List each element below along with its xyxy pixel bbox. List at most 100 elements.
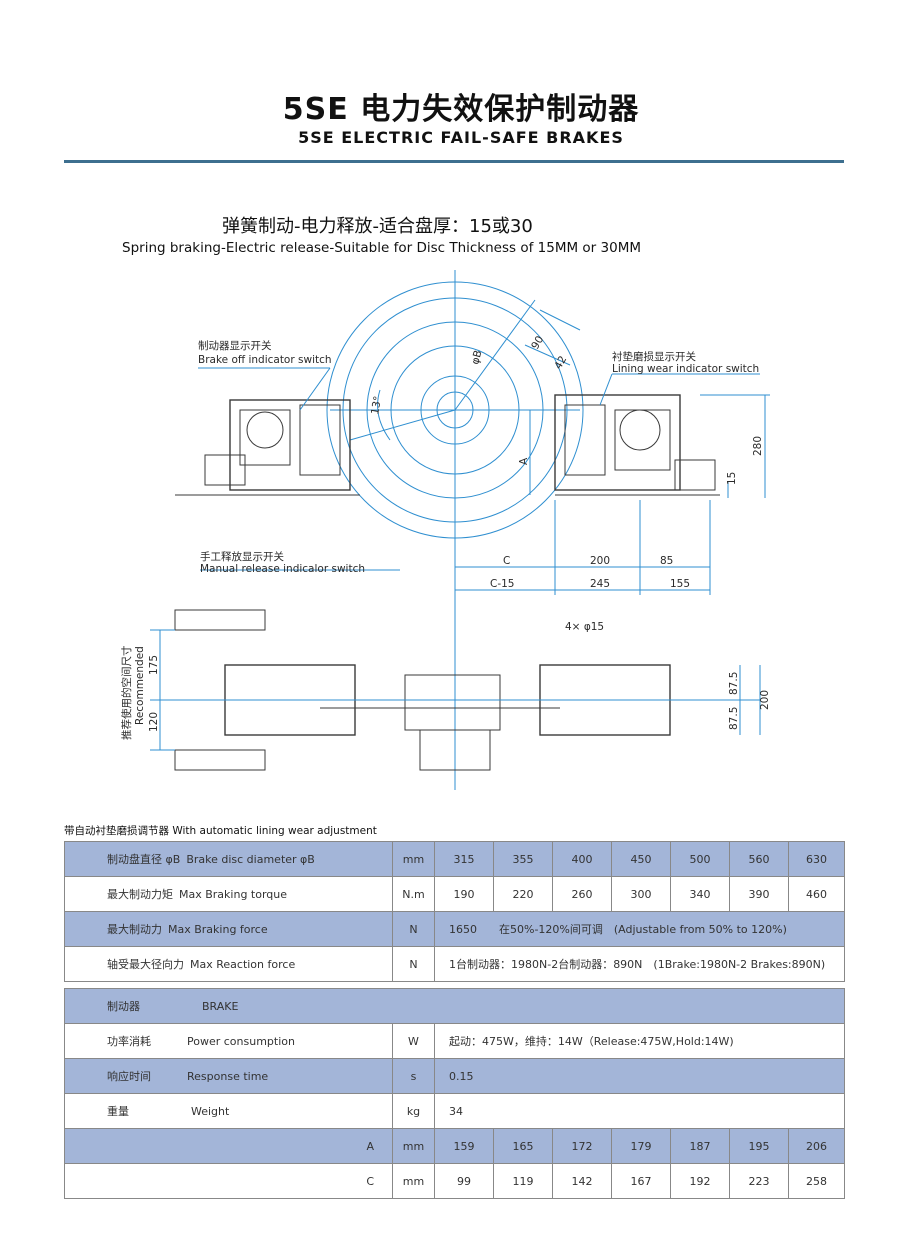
cell-value: 192 bbox=[670, 1163, 730, 1199]
subtitle-chinese: 弹簧制动-电力释放-适合盘厚：15或30 bbox=[222, 216, 533, 237]
cell-value: 159 bbox=[434, 1128, 494, 1164]
cell-value: 119 bbox=[493, 1163, 553, 1199]
row-unit: kg bbox=[392, 1093, 435, 1129]
row-unit: N bbox=[392, 911, 435, 947]
row-unit: mm bbox=[392, 1128, 435, 1164]
cell-value: 179 bbox=[611, 1128, 671, 1164]
spec-table: 制动盘直径 φB Brake disc diameter φB mm 315 35… bbox=[64, 841, 845, 1199]
cell-value: 206 bbox=[788, 1128, 845, 1164]
dim-87-5-upper: 87.5 bbox=[728, 672, 740, 695]
row-span-value: 起动：475W，维持：14W（Release:475W,Hold:14W) bbox=[434, 1023, 845, 1059]
manual-release-label-en: Manual release indicalor switch bbox=[200, 563, 365, 575]
cell-value: 172 bbox=[552, 1128, 612, 1164]
row-span-value: 1台制动器：1980N-2台制动器：890N (1Brake:1980N-2 B… bbox=[434, 946, 845, 982]
cell-value: 630 bbox=[788, 841, 845, 877]
dim-175: 175 bbox=[148, 655, 160, 675]
cell-value: 390 bbox=[729, 876, 789, 912]
row-label-en: Max Braking force bbox=[168, 923, 268, 936]
cell-value: 195 bbox=[729, 1128, 789, 1164]
row-unit: N.m bbox=[392, 876, 435, 912]
row-label-a: A bbox=[64, 1128, 393, 1164]
dim-155: 155 bbox=[670, 578, 690, 590]
row-unit: mm bbox=[392, 1163, 435, 1199]
row-label-en: Weight bbox=[191, 1105, 230, 1118]
dim-120: 120 bbox=[148, 712, 160, 732]
row-label-zh: 重量 bbox=[107, 1105, 129, 1118]
table-row: 响应时间 Response time s 0.15 bbox=[64, 1058, 845, 1094]
cell-value: 300 bbox=[611, 876, 671, 912]
table-row: 最大制动力 Max Braking force N 1650 在50%-120%间… bbox=[64, 911, 845, 947]
section-label-en: BRAKE bbox=[202, 1000, 239, 1013]
cell-value: 99 bbox=[434, 1163, 494, 1199]
row-unit: s bbox=[392, 1058, 435, 1094]
table-row: A mm 159 165 172 179 187 195 206 bbox=[64, 1128, 845, 1164]
table-row: 重量 Weight kg 34 bbox=[64, 1093, 845, 1129]
dim-15: 15 bbox=[726, 472, 738, 485]
table-row: 最大制动力矩 Max Braking torque N.m 190 220 260… bbox=[64, 876, 845, 912]
dim-90: 90 bbox=[529, 334, 546, 352]
dim-c-minus-15: C-15 bbox=[490, 578, 514, 590]
recommended-space-zh: 推荐使用的空间尺寸 bbox=[120, 646, 133, 741]
cell-value: 260 bbox=[552, 876, 612, 912]
table-row: C mm 99 119 142 167 192 223 258 bbox=[64, 1163, 845, 1199]
cell-value: 190 bbox=[434, 876, 494, 912]
dim-42: 42 bbox=[552, 354, 569, 372]
table-caption: 带自动衬垫磨损调节器 With automatic lining wear ad… bbox=[64, 825, 377, 837]
row-label-zh: 制动盘直径 φB bbox=[107, 853, 181, 866]
row-unit: W bbox=[392, 1023, 435, 1059]
dim-280: 280 bbox=[752, 436, 764, 456]
row-unit: mm bbox=[392, 841, 435, 877]
cell-value: 450 bbox=[611, 841, 671, 877]
lining-wear-label-en: Lining wear indicator switch bbox=[612, 363, 759, 375]
recommended-space-en: Recommended bbox=[134, 646, 146, 725]
dim-200-vertical: 200 bbox=[759, 690, 771, 710]
row-label-en: Brake disc diameter φB bbox=[186, 853, 315, 866]
dim-85: 85 bbox=[660, 555, 673, 567]
row-label-zh: 最大制动力 bbox=[107, 923, 162, 936]
row-label-en: Power consumption bbox=[187, 1035, 295, 1048]
dim-phi-b: φB bbox=[469, 349, 484, 366]
dim-angle: 13° bbox=[369, 395, 384, 415]
dim-holes: 4× φ15 bbox=[565, 621, 604, 633]
dim-87-5-lower: 87.5 bbox=[728, 707, 740, 730]
row-span-value: 1650 在50%-120%间可调 (Adjustable from 50% t… bbox=[434, 911, 845, 947]
cell-value: 220 bbox=[493, 876, 553, 912]
row-label-en: Response time bbox=[187, 1070, 269, 1083]
cell-value: 355 bbox=[493, 841, 553, 877]
row-span-value: 0.15 bbox=[434, 1058, 845, 1094]
cell-value: 165 bbox=[493, 1128, 553, 1164]
brake-off-label-zh: 制动器显示开关 bbox=[198, 339, 272, 352]
cell-value: 460 bbox=[788, 876, 845, 912]
cell-value: 258 bbox=[788, 1163, 845, 1199]
row-label-zh: 最大制动力矩 bbox=[107, 888, 173, 901]
lining-wear-label-zh: 衬垫磨损显示开关 bbox=[612, 350, 696, 363]
dim-a: A bbox=[518, 457, 530, 465]
brake-section-header: 制动器 BRAKE bbox=[64, 988, 845, 1024]
brake-off-label-en: Brake off indicator switch bbox=[198, 354, 332, 366]
cell-value: 500 bbox=[670, 841, 730, 877]
row-label-en: Max Braking torque bbox=[179, 888, 288, 901]
table-row: 制动盘直径 φB Brake disc diameter φB mm 315 35… bbox=[64, 841, 845, 877]
page-title: 5SE 电力失效保护制动器 bbox=[282, 92, 640, 127]
cell-value: 400 bbox=[552, 841, 612, 877]
cell-value: 223 bbox=[729, 1163, 789, 1199]
row-label-zh: 功率消耗 bbox=[107, 1035, 151, 1048]
table-row: 功率消耗 Power consumption W 起动：475W，维持：14W（R… bbox=[64, 1023, 845, 1059]
row-label-zh: 轴受最大径向力 bbox=[107, 958, 184, 971]
page-title-english: 5SE ELECTRIC FAIL-SAFE BRAKES bbox=[298, 128, 624, 147]
cell-value: 187 bbox=[670, 1128, 730, 1164]
row-unit: N bbox=[392, 946, 435, 982]
cell-value: 340 bbox=[670, 876, 730, 912]
dim-200: 200 bbox=[590, 555, 610, 567]
cell-value: 315 bbox=[434, 841, 494, 877]
cell-value: 560 bbox=[729, 841, 789, 877]
dim-c: C bbox=[503, 555, 510, 567]
header-divider bbox=[64, 160, 844, 163]
row-span-value: 34 bbox=[434, 1093, 845, 1129]
row-label-zh: 响应时间 bbox=[107, 1070, 151, 1083]
technical-drawing: 制动器显示开关 Brake off indicator switch 衬垫磨损显… bbox=[120, 270, 771, 790]
section-label-zh: 制动器 bbox=[107, 1000, 140, 1013]
subtitle-english: Spring braking-Electric release-Suitable… bbox=[122, 240, 641, 256]
cell-value: 167 bbox=[611, 1163, 671, 1199]
dim-245: 245 bbox=[590, 578, 610, 590]
